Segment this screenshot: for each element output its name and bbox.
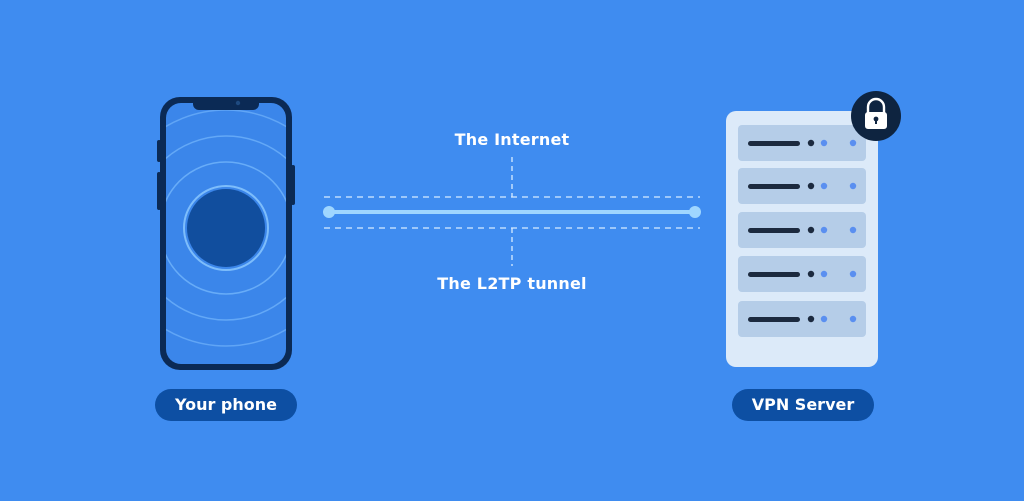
tunnel-boundaries bbox=[324, 157, 700, 266]
padlock-icon bbox=[851, 91, 901, 141]
server-unit-2 bbox=[738, 168, 866, 204]
signal-rings bbox=[166, 109, 286, 347]
smartphone-icon bbox=[157, 97, 295, 370]
l2tp-tunnel-label: The L2TP tunnel bbox=[437, 274, 587, 293]
server-unit-4 bbox=[738, 256, 866, 292]
server-unit-5 bbox=[738, 301, 866, 337]
server-unit-1 bbox=[738, 125, 866, 161]
tunnel-connection-line bbox=[323, 206, 701, 218]
server-caption-badge: VPN Server bbox=[732, 389, 874, 421]
internet-label: The Internet bbox=[454, 130, 570, 149]
server-rack-icon bbox=[726, 111, 878, 367]
phone-caption-badge: Your phone bbox=[155, 389, 297, 421]
server-unit-3 bbox=[738, 212, 866, 248]
